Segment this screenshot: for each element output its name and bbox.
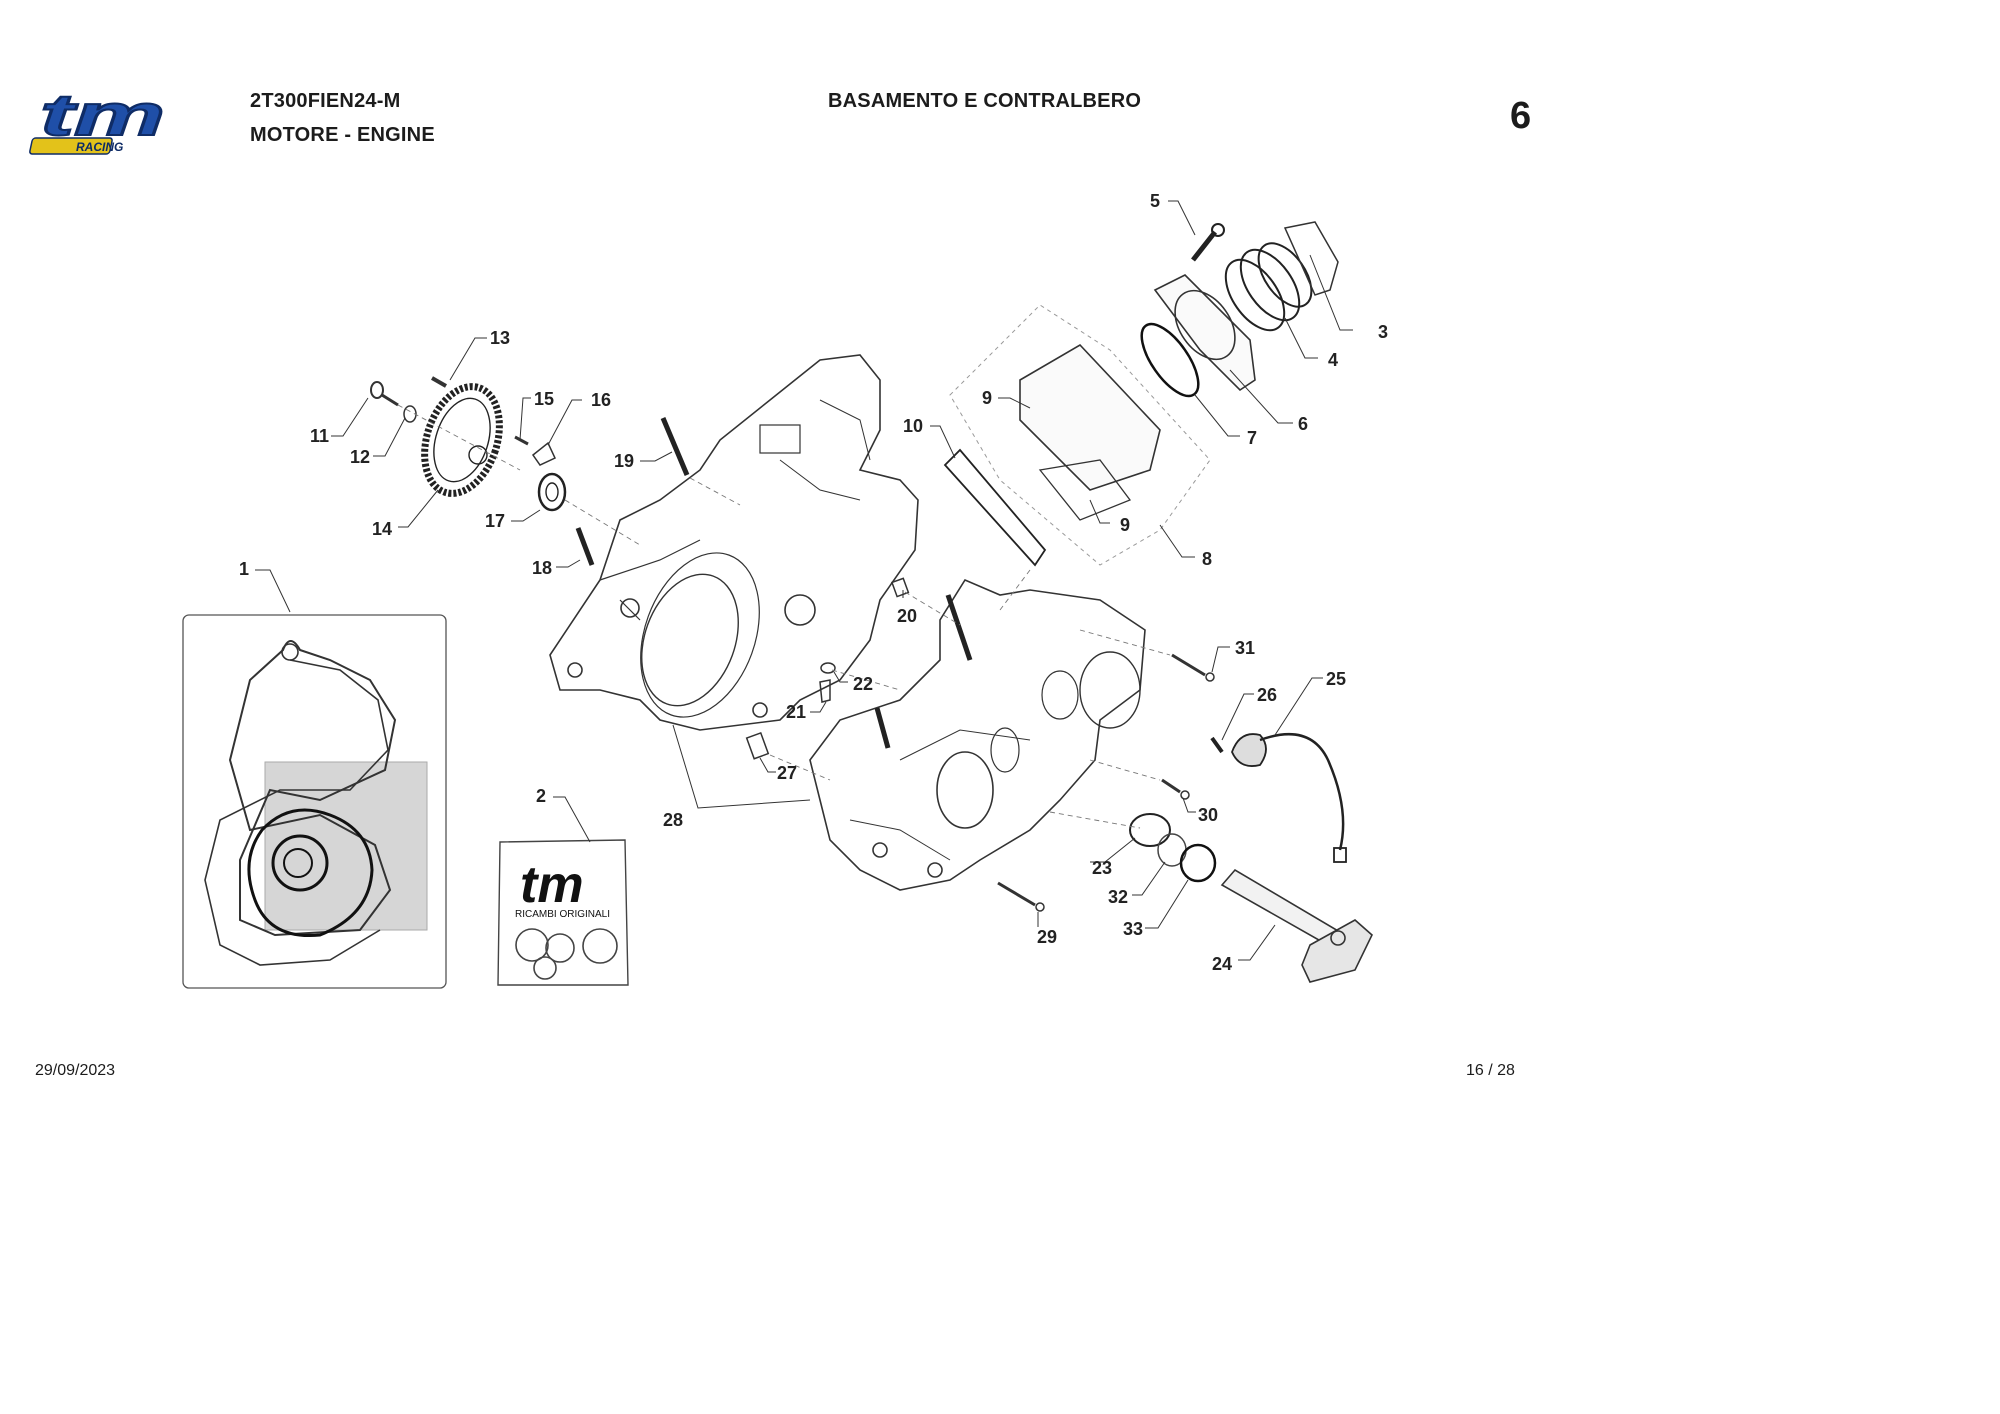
logo-tagline: RACING bbox=[76, 140, 123, 154]
callout-25: 25 bbox=[1326, 669, 1346, 689]
callout-10: 10 bbox=[903, 416, 923, 436]
callout-23: 23 bbox=[1092, 858, 1112, 878]
print-date: 29/09/2023 bbox=[35, 1062, 116, 1079]
callout-11: 11 bbox=[310, 426, 329, 446]
callout-15: 15 bbox=[534, 389, 554, 409]
callout-20: 20 bbox=[897, 606, 917, 626]
part-5-bolt bbox=[1191, 223, 1225, 262]
part-3-boot-clamp bbox=[1283, 221, 1339, 296]
callout-17: 17 bbox=[485, 511, 505, 531]
part-20-dowel bbox=[891, 577, 910, 598]
callout-16: 16 bbox=[591, 390, 611, 410]
callout-27: 27 bbox=[777, 763, 797, 783]
callout-13: 13 bbox=[490, 328, 510, 348]
part-27-dowel bbox=[745, 731, 770, 760]
section-title: BASAMENTO E CONTRALBERO bbox=[828, 90, 1142, 112]
callout-29: 29 bbox=[1037, 927, 1057, 947]
section-number: 6 bbox=[1510, 95, 1532, 137]
part-2-seal-kit-bag: tm RICAMBI ORIGINALI bbox=[497, 839, 629, 986]
bag-logo: tm bbox=[520, 856, 584, 914]
callout-30: 30 bbox=[1198, 805, 1218, 825]
callout-32: 32 bbox=[1108, 887, 1128, 907]
callout-1: 1 bbox=[239, 559, 249, 579]
part-26-screw bbox=[1210, 736, 1224, 754]
callout-9-top: 9 bbox=[982, 388, 992, 408]
leader-lines bbox=[255, 200, 1353, 961]
part-22-washer bbox=[820, 662, 836, 674]
callout-28: 28 bbox=[663, 810, 683, 830]
callout-24: 24 bbox=[1212, 954, 1232, 974]
callout-6: 6 bbox=[1298, 414, 1308, 434]
callout-labels: 1 2 3 4 5 6 7 8 9 9 10 11 12 13 14 15 16… bbox=[239, 191, 1388, 974]
callout-18: 18 bbox=[532, 558, 552, 578]
part-23-needle-bearing bbox=[1129, 813, 1171, 847]
callout-33: 33 bbox=[1123, 919, 1143, 939]
part-11-bolt bbox=[370, 381, 399, 407]
bag-text: RICAMBI ORIGINALI bbox=[515, 909, 610, 920]
part-14-balancer-gear bbox=[421, 383, 503, 497]
callout-2: 2 bbox=[536, 786, 546, 806]
callout-31: 31 bbox=[1235, 638, 1255, 658]
callout-3: 3 bbox=[1378, 322, 1388, 342]
part-29-screw bbox=[997, 881, 1045, 912]
tm-racing-logo: tm RACING bbox=[29, 82, 166, 155]
part-24-balancer-shaft bbox=[1220, 868, 1373, 983]
crankcase-stud bbox=[874, 594, 973, 749]
part-25-sensor bbox=[1231, 732, 1347, 863]
right-crankcase-half bbox=[809, 578, 1146, 891]
callout-19: 19 bbox=[614, 451, 634, 471]
model-code: 2T300FIEN24-M bbox=[250, 90, 401, 112]
group-title: MOTORE - ENGINE bbox=[250, 124, 435, 146]
callout-22: 22 bbox=[853, 674, 873, 694]
part-7-o-ring bbox=[1140, 322, 1200, 398]
part-19-stud bbox=[660, 417, 690, 476]
part-16-lock-plate bbox=[531, 441, 556, 466]
part-30-screw bbox=[1161, 778, 1190, 800]
part-18-stud bbox=[575, 527, 595, 566]
part-1-gasket-kit bbox=[182, 614, 447, 989]
page-indicator: 16 / 28 bbox=[1466, 1062, 1515, 1079]
callout-5: 5 bbox=[1150, 191, 1160, 211]
part-8-reed-valve-assembly bbox=[949, 304, 1211, 566]
part-31-screw bbox=[1171, 653, 1215, 682]
part-33-oil-seal bbox=[1179, 843, 1217, 883]
assembly-guide-lines bbox=[397, 404, 1171, 829]
callout-26: 26 bbox=[1257, 685, 1277, 705]
callout-14: 14 bbox=[372, 519, 392, 539]
part-10-reed-gasket bbox=[943, 448, 1047, 567]
part-6-intake-manifold bbox=[1153, 274, 1256, 392]
part-15-screw bbox=[514, 435, 529, 446]
callout-7: 7 bbox=[1247, 428, 1257, 448]
part-12-washer bbox=[403, 405, 417, 423]
left-crankcase-half bbox=[549, 354, 919, 731]
callout-8: 8 bbox=[1202, 549, 1212, 569]
callout-21: 21 bbox=[786, 702, 806, 722]
callout-12: 12 bbox=[350, 447, 370, 467]
part-21-fitting bbox=[819, 679, 831, 703]
callout-9-bottom: 9 bbox=[1120, 515, 1130, 535]
exploded-parts-diagram: tm RACING tm RICAMBI ORIGINALI bbox=[29, 82, 1388, 989]
part-13-pin bbox=[431, 376, 447, 388]
callout-4: 4 bbox=[1328, 350, 1338, 370]
part-17-bearing bbox=[537, 472, 567, 512]
